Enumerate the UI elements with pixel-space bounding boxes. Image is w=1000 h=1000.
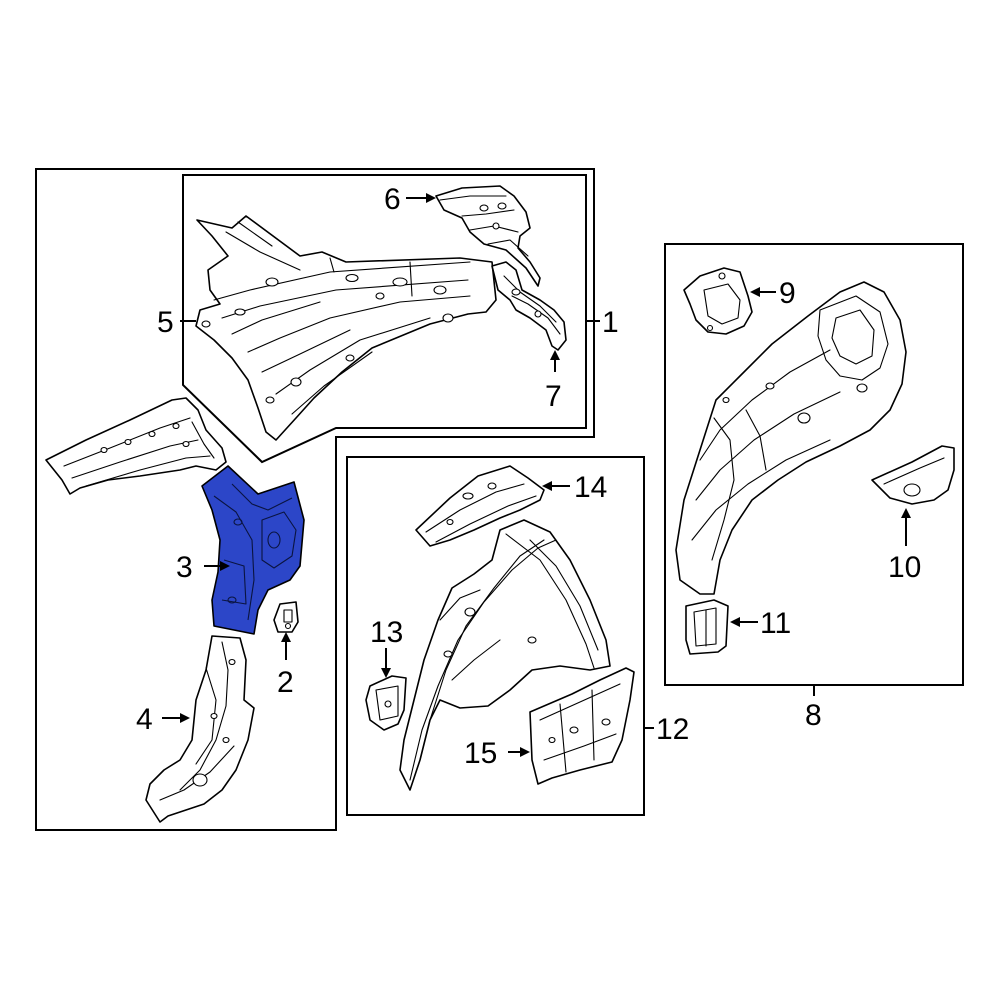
part-upper-rail[interactable] (45, 397, 227, 495)
callout-12: 12 (656, 713, 689, 746)
group-frame-12 (346, 456, 645, 816)
group-frame-1 (182, 174, 587, 464)
part-9-bracket[interactable] (683, 267, 753, 335)
part-7-lower-bracket[interactable] (491, 261, 567, 351)
callout-7: 7 (545, 380, 562, 413)
callout-3: 3 (176, 551, 193, 584)
callout-5: 5 (157, 306, 174, 339)
callout-11: 11 (760, 607, 791, 640)
callout-leaders (162, 193, 911, 757)
callout-1: 1 (602, 306, 619, 339)
part-4-lower-pillar[interactable] (145, 635, 255, 823)
callout-4: 4 (136, 703, 153, 736)
part-12-wheelhouse-inner[interactable] (399, 519, 611, 791)
part-8-wheelhouse-outer[interactable] (675, 281, 907, 595)
part-3-pillar-reinforcement[interactable] (201, 465, 305, 635)
callout-2: 2 (277, 666, 294, 699)
callout-13: 13 (370, 616, 403, 649)
part-10-gusset[interactable] (871, 445, 955, 505)
part-13-bracket[interactable] (365, 675, 407, 731)
group-frame-left (35, 168, 595, 831)
callout-9: 9 (779, 277, 796, 310)
part-15-panel[interactable] (529, 667, 635, 785)
callout-8: 8 (805, 699, 822, 732)
part-11-bracket[interactable] (685, 599, 729, 655)
part-5-quarter-inner-panel[interactable] (195, 215, 497, 441)
callout-14: 14 (574, 471, 607, 504)
part-2-clip[interactable] (273, 601, 299, 633)
part-6-upper-bracket[interactable] (435, 185, 541, 287)
callout-15: 15 (464, 737, 497, 770)
part-14-rail-bracket[interactable] (415, 465, 545, 547)
callout-10: 10 (888, 551, 921, 584)
callout-labels: 1 2 3 4 5 6 7 8 9 10 11 12 13 14 15 (136, 183, 921, 770)
callout-6: 6 (384, 183, 401, 216)
